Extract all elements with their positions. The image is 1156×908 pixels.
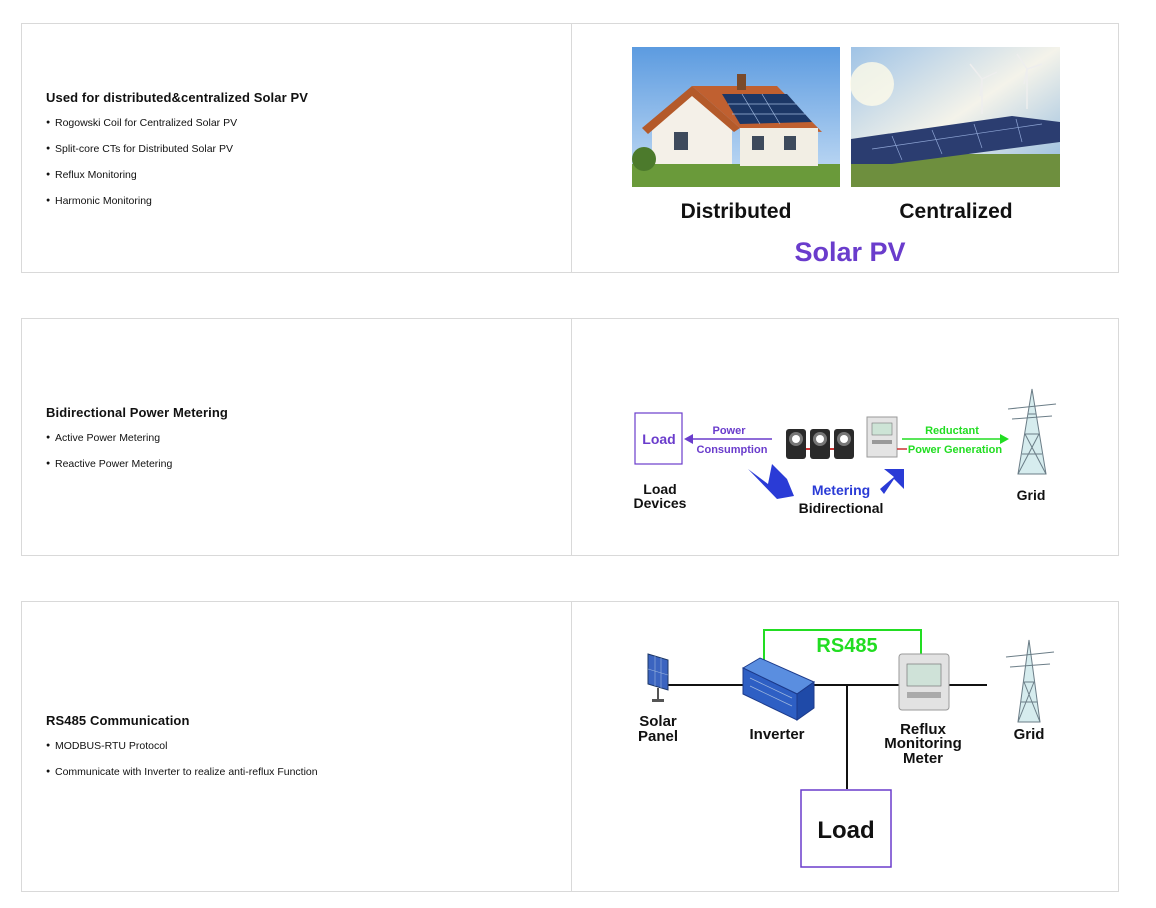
bullet-list: MODBUS-RTU Protocol Communicate with Inv…: [46, 740, 546, 778]
bullet-list: Active Power Metering Reactive Power Met…: [46, 432, 546, 470]
panel-text: Bidirectional Power Metering Active Powe…: [46, 405, 546, 484]
rs485-link-line: [763, 629, 922, 664]
rs485-label: RS485: [816, 635, 877, 657]
grid-label: Grid: [1017, 487, 1046, 503]
panel-rs485: RS485 Communication MODBUS-RTU Protocol …: [21, 601, 1119, 892]
grid-tower-icon: [1007, 388, 1057, 475]
split-core-ct-icons: [786, 429, 854, 459]
consumption-arrowhead: [684, 434, 693, 444]
panel-bidirectional: Bidirectional Power Metering Active Powe…: [21, 318, 1119, 556]
bullet-item: Split-core CTs for Distributed Solar PV: [46, 143, 546, 155]
inverter-label: Inverter: [749, 726, 804, 743]
bullet-item: Reactive Power Metering: [46, 458, 546, 470]
section-title: RS485 Communication: [46, 713, 190, 728]
solar-pv-figure: Distributed Centralized Solar PV: [632, 47, 1060, 267]
generation-arrowhead: [1000, 434, 1009, 444]
bullet-list: Rogowski Coil for Centralized Solar PV S…: [46, 117, 546, 207]
grid-label: Grid: [1014, 726, 1045, 743]
reflux-meter-icon: [898, 653, 950, 711]
section-title: Used for distributed&centralized Solar P…: [46, 90, 308, 105]
power-generation-label: Power Generation: [908, 444, 1002, 456]
load-box-label: Load: [642, 431, 675, 447]
bidirectional-label: Bidirectional: [799, 500, 884, 516]
panel-solar-pv: Used for distributed&centralized Solar P…: [21, 23, 1119, 273]
bullet-item: Rogowski Coil for Centralized Solar PV: [46, 117, 546, 129]
bullet-item: MODBUS-RTU Protocol: [46, 740, 546, 752]
meter-label-1: Reflux: [900, 721, 947, 738]
bullet-item: Reflux Monitoring: [46, 169, 546, 181]
distributed-house-image: [632, 47, 840, 187]
load-label: Load: [817, 817, 874, 844]
reductant-label: Reductant: [925, 425, 979, 437]
centralized-solar-farm-image: [850, 47, 1060, 187]
left-blue-arrow: [748, 464, 794, 499]
load-box: [800, 789, 892, 868]
distributed-label: Distributed: [681, 200, 792, 223]
load-devices-label-1: Load: [643, 481, 676, 497]
solar-pv-caption: Solar PV: [794, 237, 905, 267]
panel-divider: [571, 602, 572, 891]
meter-label-3: Meter: [903, 750, 943, 767]
load-devices-label-2: Devices: [634, 495, 687, 511]
energy-meter-icon: [866, 416, 907, 458]
right-blue-arrow: [880, 469, 904, 494]
consumption-label: Consumption: [697, 444, 768, 456]
inverter-icon: [741, 657, 816, 721]
load-box: [634, 412, 683, 465]
solar-panel-icon: [647, 653, 669, 702]
panel-divider: [571, 24, 572, 272]
panel-text: RS485 Communication MODBUS-RTU Protocol …: [46, 713, 546, 792]
centralized-label: Centralized: [899, 200, 1012, 223]
panel-figure: Load Power Consumption: [572, 319, 1118, 555]
power-label: Power: [712, 425, 746, 437]
solar-label-2: Panel: [638, 728, 678, 745]
metering-label: Metering: [812, 482, 870, 498]
rs485-figure: RS485 Solar Panel In: [638, 629, 1055, 868]
panel-divider: [571, 319, 572, 555]
meter-label-2: Monitoring: [884, 735, 961, 752]
panel-figure: Distributed Centralized Solar PV: [572, 24, 1118, 272]
bullet-item: Active Power Metering: [46, 432, 546, 444]
grid-tower-icon: [1005, 639, 1055, 723]
bidirectional-figure: Load Power Consumption: [634, 388, 1057, 516]
solar-label-1: Solar: [639, 713, 677, 730]
section-title: Bidirectional Power Metering: [46, 405, 228, 420]
panel-text: Used for distributed&centralized Solar P…: [46, 90, 546, 221]
bullet-item: Communicate with Inverter to realize ant…: [46, 766, 546, 778]
panel-figure: RS485 Solar Panel In: [572, 602, 1118, 891]
bullet-item: Harmonic Monitoring: [46, 195, 546, 207]
